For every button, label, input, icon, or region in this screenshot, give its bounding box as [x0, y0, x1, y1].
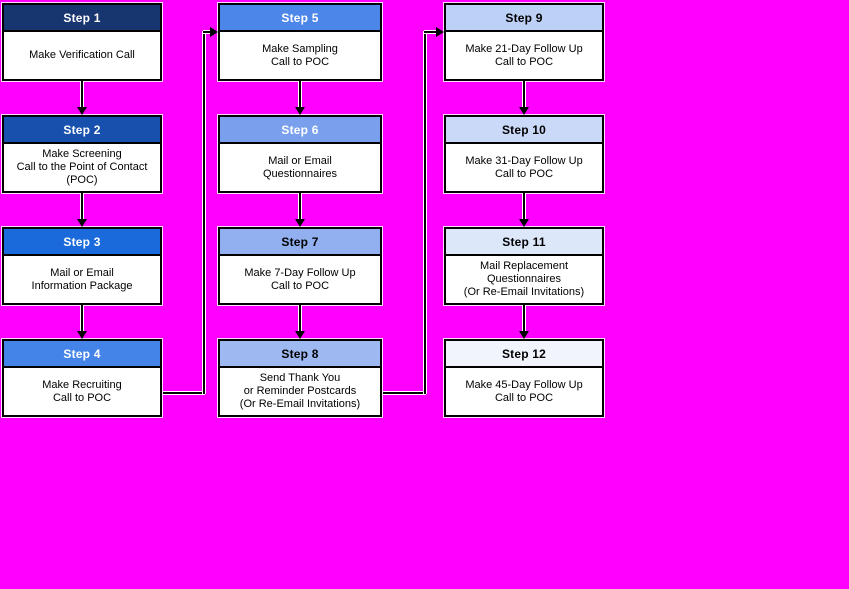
step-box-8: Step 8 Send Thank You or Reminder Postca…	[218, 339, 382, 417]
step-11-body: Mail Replacement Questionnaires (Or Re-E…	[463, 260, 585, 298]
step-box-12: Step 12 Make 45-Day Follow Up Call to PO…	[444, 339, 604, 417]
arrow-shaft	[299, 305, 301, 332]
arrow-down-icon	[295, 219, 305, 227]
step-box-6: Step 6 Mail or Email Questionnaires	[218, 115, 382, 193]
step-12-body: Make 45-Day Follow Up Call to POC	[465, 378, 583, 404]
arrow-down-icon	[295, 331, 305, 339]
step-box-1: Step 1 Make Verification Call	[2, 3, 162, 81]
arrow-right-icon	[436, 27, 444, 37]
step-box-10: Step 10 Make 31-Day Follow Up Call to PO…	[444, 115, 604, 193]
arrow-shaft	[81, 81, 83, 108]
step-box-9: Step 9 Make 21-Day Follow Up Call to POC	[444, 3, 604, 81]
step-3-header: Step 3	[4, 229, 160, 256]
arrow-shaft	[523, 81, 525, 108]
connector-step4-step5	[203, 31, 205, 394]
arrow-down-icon	[519, 107, 529, 115]
step-11-header: Step 11	[446, 229, 602, 256]
arrow-shaft	[81, 193, 83, 220]
arrow-down-icon	[77, 219, 87, 227]
connector-step8-step9	[383, 392, 426, 394]
step-box-5: Step 5 Make Sampling Call to POC	[218, 3, 382, 81]
arrow-down-icon	[77, 331, 87, 339]
arrow-down-icon	[77, 107, 87, 115]
step-7-body: Make 7-Day Follow Up Call to POC	[244, 266, 356, 292]
step-1-body: Make Verification Call	[29, 49, 135, 61]
connector-step4-step5	[203, 31, 211, 33]
step-9-header: Step 9	[446, 5, 602, 32]
arrow-shaft	[523, 305, 525, 332]
step-12-header: Step 12	[446, 341, 602, 368]
arrow-down-icon	[519, 331, 529, 339]
step-5-body: Make Sampling Call to POC	[262, 42, 338, 68]
connector-step4-step5	[163, 392, 205, 394]
step-6-header: Step 6	[220, 117, 380, 144]
step-box-2: Step 2 Make Screening Call to the Point …	[2, 115, 162, 193]
step-1-header: Step 1	[4, 5, 160, 32]
step-box-3: Step 3 Mail or Email Information Package	[2, 227, 162, 305]
step-10-header: Step 10	[446, 117, 602, 144]
step-8-header: Step 8	[220, 341, 380, 368]
arrow-down-icon	[519, 219, 529, 227]
arrow-shaft	[299, 193, 301, 220]
step-2-body: Make Screening Call to the Point of Cont…	[16, 148, 148, 186]
step-3-body: Mail or Email Information Package	[31, 266, 133, 292]
step-9-body: Make 21-Day Follow Up Call to POC	[465, 42, 583, 68]
step-box-7: Step 7 Make 7-Day Follow Up Call to POC	[218, 227, 382, 305]
step-4-header: Step 4	[4, 341, 160, 368]
step-7-header: Step 7	[220, 229, 380, 256]
arrow-shaft	[299, 81, 301, 108]
step-6-body: Mail or Email Questionnaires	[263, 154, 337, 180]
step-8-body: Send Thank You or Reminder Postcards (Or…	[239, 372, 361, 410]
step-box-4: Step 4 Make Recruiting Call to POC	[2, 339, 162, 417]
step-2-header: Step 2	[4, 117, 160, 144]
step-box-11: Step 11 Mail Replacement Questionnaires …	[444, 227, 604, 305]
arrow-right-icon	[210, 27, 218, 37]
step-4-body: Make Recruiting Call to POC	[42, 378, 122, 404]
step-10-body: Make 31-Day Follow Up Call to POC	[465, 154, 583, 180]
connector-step8-step9	[424, 31, 426, 394]
step-5-header: Step 5	[220, 5, 380, 32]
arrow-shaft	[523, 193, 525, 220]
connector-step8-step9	[424, 31, 436, 33]
arrow-shaft	[81, 305, 83, 332]
arrow-down-icon	[295, 107, 305, 115]
